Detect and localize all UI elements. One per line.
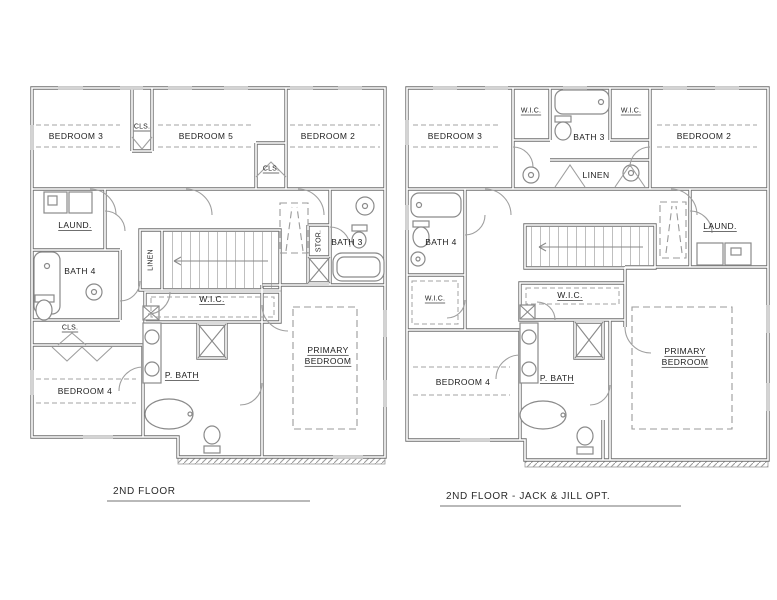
carpet-dashes xyxy=(36,124,380,404)
room-label-primary-bath: P. BATH xyxy=(539,373,575,383)
room-label-wic-bed3: W.I.C. xyxy=(520,107,542,115)
room-label-bedroom3: BEDROOM 3 xyxy=(48,131,104,141)
room-label-bedroom2: BEDROOM 2 xyxy=(676,131,732,141)
room-label-wic-primary: W.I.C. xyxy=(557,290,583,300)
stairs-icon xyxy=(164,232,278,288)
room-label-laundry: LAUND. xyxy=(58,220,92,230)
room-label-bath3: BATH 3 xyxy=(331,237,363,247)
room-label-bedroom5: BEDROOM 5 xyxy=(178,131,234,141)
stairs-icon xyxy=(529,227,651,266)
room-label-wic: W.I.C. xyxy=(199,294,225,304)
room-label-bath4: BATH 4 xyxy=(425,237,457,247)
caption-2nd-floor-jack-jill: 2ND FLOOR - JACK & JILL OPT. xyxy=(440,491,681,507)
fixtures xyxy=(33,191,385,454)
room-label-wic-bed2: W.I.C. xyxy=(620,107,642,115)
plan2-drawing xyxy=(405,86,770,468)
plan-2nd-floor-jack-jill: BEDROOM 3 W.I.C. BATH 3 W.I.C. BEDROOM 2… xyxy=(405,85,770,470)
walls xyxy=(405,86,770,462)
room-label-closet-a: CLS. xyxy=(133,123,151,131)
caption-2nd-floor: 2ND FLOOR xyxy=(107,486,310,502)
room-label-bedroom2: BEDROOM 2 xyxy=(300,131,356,141)
room-label-linen: LINEN xyxy=(582,170,610,180)
attic-access-icon xyxy=(659,201,687,259)
walls xyxy=(30,86,387,459)
room-label-bath3: BATH 3 xyxy=(573,132,605,142)
room-label-primary-bath: P. BATH xyxy=(164,370,200,380)
room-label-linen: LINEN xyxy=(147,249,155,271)
windows xyxy=(405,86,770,442)
room-label-storage: STOR. xyxy=(315,229,323,253)
room-label-closet-b: CLS. xyxy=(262,165,280,173)
doors xyxy=(446,146,713,406)
room-label-bedroom4: BEDROOM 4 xyxy=(435,377,491,387)
plan1-drawing xyxy=(30,86,387,465)
room-label-laundry: LAUND. xyxy=(703,221,737,231)
room-label-closet-c: CLS. xyxy=(61,324,79,332)
attic-access-icon xyxy=(279,202,309,254)
windows xyxy=(30,86,387,459)
carpet-dashes xyxy=(411,124,757,396)
room-label-wic-bed4: W.I.C. xyxy=(424,295,446,303)
room-label-primary-bedroom: PRIMARY BEDROOM xyxy=(661,345,709,367)
room-label-bath4: BATH 4 xyxy=(64,266,96,276)
plan-2nd-floor: BEDROOM 3 CLS. BEDROOM 5 CLS. BEDROOM 2 … xyxy=(28,85,390,470)
room-label-bedroom4: BEDROOM 4 xyxy=(57,386,113,396)
room-label-bedroom3: BEDROOM 3 xyxy=(427,131,483,141)
doors xyxy=(51,136,351,406)
bed-outline xyxy=(631,306,733,430)
bed-outline xyxy=(292,306,358,430)
fixtures xyxy=(410,89,752,455)
room-label-primary-bedroom: PRIMARY BEDROOM xyxy=(304,344,352,366)
